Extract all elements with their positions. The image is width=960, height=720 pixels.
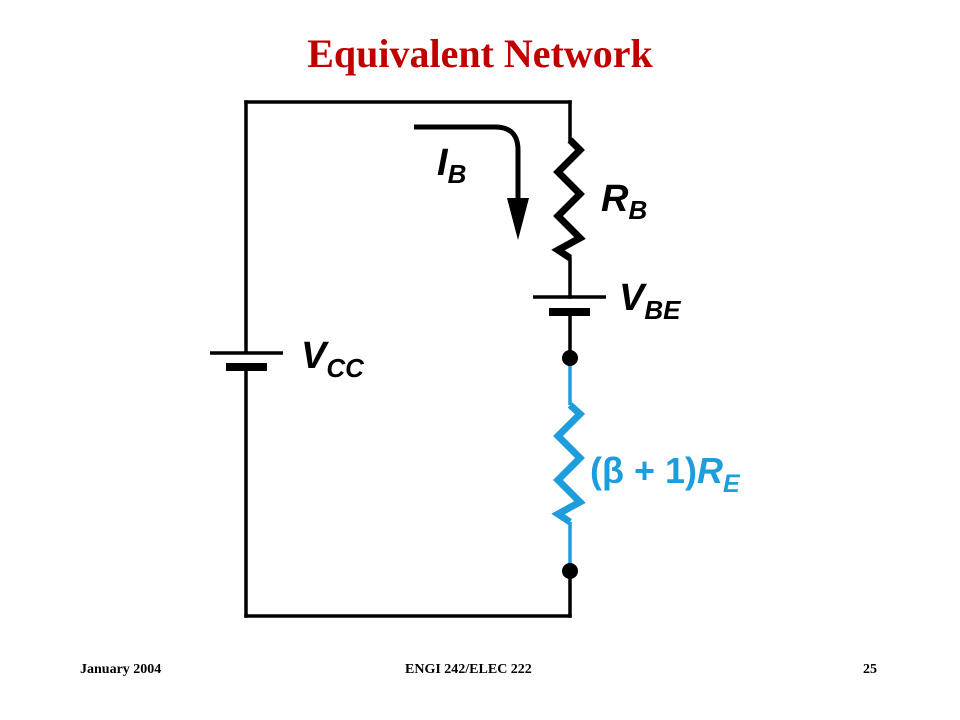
rb-label-main: R — [601, 178, 629, 220]
node-bottom — [562, 563, 578, 579]
vbe-label: VBE — [619, 277, 681, 325]
re-equivalent-label-sub: E — [723, 470, 741, 498]
re-equivalent-label-main: R — [697, 450, 723, 491]
footer-course: ENGI 242/ELEC 222 — [405, 662, 532, 677]
ib-label: IB — [437, 142, 466, 189]
ib-arrow-head — [507, 198, 529, 240]
rb-label-sub: B — [628, 195, 647, 225]
ib-current-arrow — [414, 124, 529, 240]
vcc-label: VCC — [301, 335, 365, 383]
ib-label-main: I — [437, 142, 449, 184]
footer-page-number: 25 — [863, 662, 877, 677]
ib-arrow-shaft — [414, 124, 521, 205]
re-equivalent-label: (β + 1)RE — [590, 450, 741, 498]
vcc-battery-symbol — [210, 351, 283, 371]
vbe-battery-symbol — [533, 295, 606, 316]
rb-resistor-symbol — [551, 137, 586, 261]
vcc-label-main: V — [301, 335, 329, 377]
re-equivalent-label-prefix: (β + 1) — [590, 450, 697, 491]
footer-date: January 2004 — [80, 662, 162, 677]
rb-label: RB — [601, 178, 647, 225]
re-equivalent-resistor-symbol — [551, 402, 586, 525]
vbe-label-sub: BE — [644, 295, 681, 325]
vcc-label-sub: CC — [326, 353, 365, 383]
slide-title: Equivalent Network — [307, 31, 653, 76]
vbe-label-main: V — [619, 277, 647, 319]
node-top — [562, 350, 578, 366]
circuit-wires — [244, 100, 572, 618]
re-equivalent-branch — [551, 358, 586, 571]
ib-label-sub: B — [448, 159, 467, 189]
